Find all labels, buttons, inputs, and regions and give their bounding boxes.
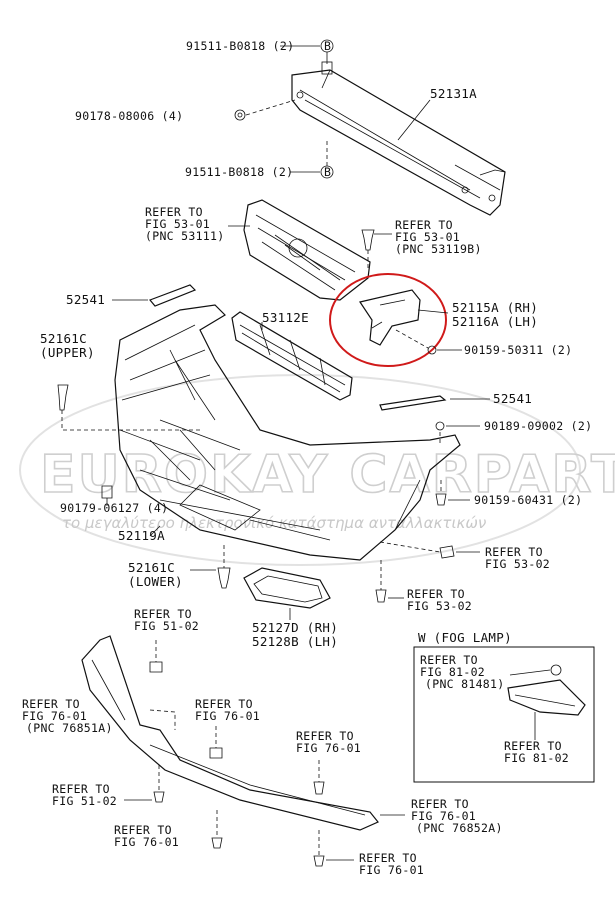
under-cover <box>81 635 379 831</box>
label-fog-cover-rh: 52127D (RH) <box>252 620 338 635</box>
label-fog-refer-top-1: REFER TO <box>420 653 478 667</box>
label-clip-right: 90189-09002 (2) <box>484 419 592 433</box>
watermark-brand: EUROKAY CARPARTS.GR <box>40 445 615 505</box>
label-refer-76-01-right-2: FIG 76-01 <box>411 809 476 823</box>
label-grille-refer-1: REFER TO <box>145 205 203 219</box>
leader-reinforcement <box>397 99 431 141</box>
label-refer-76-01-right-1: REFER TO <box>411 797 469 811</box>
screw-right <box>435 480 470 506</box>
clip-76-01-mid <box>209 726 223 759</box>
label-refer-53-02-b-1: REFER TO <box>407 587 465 601</box>
label-fog-refer-bottom-2: FIG 81-02 <box>504 751 569 765</box>
label-refer-76-01-center-2: FIG 76-01 <box>296 741 361 755</box>
svg-text:B: B <box>324 165 331 179</box>
label-retainer-lower-1: 52161C <box>128 560 175 575</box>
label-fog-box-title: W (FOG LAMP) <box>418 630 512 645</box>
label-retainer-upper-2: (UPPER) <box>40 345 95 360</box>
nut <box>234 99 296 121</box>
label-clip-refer-2: FIG 53-01 <box>395 230 460 244</box>
label-refer-76-01-bottom-1: REFER TO <box>359 851 417 865</box>
clip-53119b <box>361 229 392 270</box>
label-refer-76-01-mid-1: REFER TO <box>195 697 253 711</box>
label-fog-cover-lh: 52128B (LH) <box>252 634 338 649</box>
clip-right <box>435 421 480 445</box>
label-refer-76-01-left-3: (PNC 76851A) <box>26 721 113 735</box>
label-retainer-upper-1: 52161C <box>40 331 87 346</box>
label-fog-refer-top-2: FIG 81-02 <box>420 665 485 679</box>
clip-51-02-top <box>149 640 163 673</box>
fog-cover <box>243 567 331 620</box>
label-screw-right: 90159-60431 (2) <box>474 493 582 507</box>
lower-retainer <box>190 545 231 589</box>
label-bracket-lh: 52116A (LH) <box>452 314 538 329</box>
label-fog-refer-top-3: (PNC 81481) <box>425 677 504 691</box>
label-bracket-rh: 52115A (RH) <box>452 300 538 315</box>
clip-53-02-a <box>379 541 480 559</box>
label-molding-right: 52541 <box>493 391 532 406</box>
label-bolt-upper-top: 91511-B0818 (2) <box>186 39 294 53</box>
label-refer-51-02-top-2: FIG 51-02 <box>134 619 199 633</box>
label-fog-refer-bottom-1: REFER TO <box>504 739 562 753</box>
bolt-76-01-lowleft <box>211 810 223 849</box>
bumper-cover <box>114 304 461 561</box>
upper-grille <box>243 199 371 301</box>
label-refer-53-02-a-2: FIG 53-02 <box>485 557 550 571</box>
label-lower-grille: 53112E <box>262 310 309 325</box>
lower-grille <box>231 311 353 401</box>
label-refer-51-02-bottom-1: REFER TO <box>52 782 110 796</box>
bolt-marker-top: B <box>280 39 334 64</box>
molding-left <box>112 284 197 307</box>
label-refer-53-02-a-1: REFER TO <box>485 545 543 559</box>
svg-text:B: B <box>324 39 331 53</box>
label-grille-refer-2: FIG 53-01 <box>145 217 210 231</box>
fog-lamp-box <box>413 646 595 783</box>
label-clip-refer-1: REFER TO <box>395 218 453 232</box>
label-refer-76-01-left-1: REFER TO <box>22 697 80 711</box>
label-bolt-upper-bottom: 91511-B0818 (2) <box>185 165 293 179</box>
label-bumper: 52119A <box>118 528 165 543</box>
label-refer-53-02-b-2: FIG 53-02 <box>407 599 472 613</box>
label-refer-76-01-left-2: FIG 76-01 <box>22 709 87 723</box>
label-molding-left: 52541 <box>66 292 105 307</box>
label-clip-left: 90179-06127 (4) <box>60 501 168 515</box>
label-retainer-lower-2: (LOWER) <box>128 574 183 589</box>
watermark: EUROKAY CARPARTS.GR το μεγαλύτερο ηλεκτρ… <box>19 374 615 566</box>
watermark-tagline: το μεγαλύτερο ηλεκτρονικό κατάστημα αντα… <box>62 514 486 532</box>
bolt-76-01-bottom <box>313 830 354 867</box>
label-refer-51-02-top-1: REFER TO <box>134 607 192 621</box>
label-refer-76-01-bottom-2: FIG 76-01 <box>359 863 424 877</box>
refer-leader-left <box>149 709 176 730</box>
bolt-marker-bottom: B <box>290 140 334 179</box>
label-bracket-screw: 90159-50311 (2) <box>464 343 572 357</box>
bolt-76-01-center <box>313 760 325 795</box>
labels: 91511-B0818 (2) 90178-08006 (4) 91511-B0… <box>22 39 592 877</box>
label-nut: 90178-08006 (4) <box>75 109 183 123</box>
label-refer-76-01-lowleft-2: FIG 76-01 <box>114 835 179 849</box>
label-refer-51-02-bottom-2: FIG 51-02 <box>52 794 117 808</box>
label-refer-76-01-lowleft-1: REFER TO <box>114 823 172 837</box>
label-clip-refer-3: (PNC 53119B) <box>395 242 482 256</box>
molding-right <box>379 395 490 411</box>
bolt-53-02-b <box>375 560 404 603</box>
upper-retainer <box>57 384 200 431</box>
bumper-reinforcement <box>291 61 506 216</box>
leader-bumper <box>149 525 161 537</box>
label-grille-refer-3: (PNC 53111) <box>145 229 224 243</box>
label-refer-76-01-right-3: (PNC 76852A) <box>416 821 503 835</box>
label-refer-76-01-mid-2: FIG 76-01 <box>195 709 260 723</box>
clip-left <box>101 485 113 506</box>
label-refer-76-01-center-1: REFER TO <box>296 729 354 743</box>
label-reinforcement: 52131A <box>430 86 477 101</box>
bracket-highlight <box>329 273 462 367</box>
bolt-51-02-bottom <box>124 765 165 803</box>
